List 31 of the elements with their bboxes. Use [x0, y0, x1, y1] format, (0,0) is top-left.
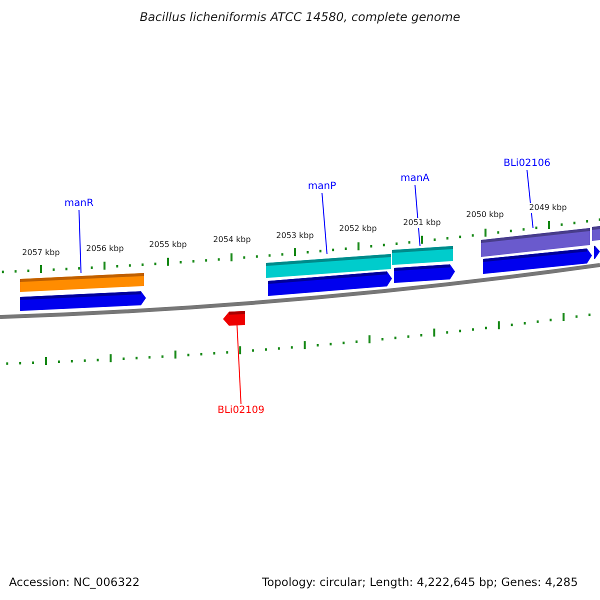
map-title: Bacillus licheniformis ATCC 14580, complete genome: [138, 10, 462, 24]
cds-block: [483, 248, 592, 274]
scale-label: 2053 kbp: [276, 231, 314, 241]
leader-line: [322, 192, 328, 254]
cds-block: [594, 245, 600, 259]
leader-line: [78, 210, 82, 274]
leader-line: [414, 184, 420, 246]
scale-label: 2051 kbp: [403, 218, 441, 228]
scale-label: 2057 kbp: [22, 248, 60, 258]
gene-feature-bar: [592, 226, 600, 241]
accession-text: Accession: NC_006322: [9, 575, 140, 589]
gene-feature-bar: [20, 273, 144, 292]
leader-line: [526, 170, 534, 228]
cds-block: [394, 264, 455, 283]
cds-block: [20, 291, 146, 311]
scale-label: 2056 kbp: [86, 244, 124, 254]
scale-label: 2052 kbp: [339, 224, 377, 234]
gene-feature-bar: [392, 246, 453, 265]
scale-label: 2054 kbp: [213, 235, 251, 245]
cds-block: [268, 271, 392, 296]
gene-label: manR: [64, 198, 94, 210]
scale-label: 2049 kbp: [529, 203, 567, 213]
cds-block: [223, 311, 245, 326]
leader-line: [236, 324, 242, 404]
gene-label: BLi02109: [217, 405, 265, 417]
genome-stats-text: Topology: circular; Length: 4,222,645 bp; Genes: 4,285: [262, 575, 578, 589]
gene-label: manA: [400, 173, 430, 185]
gene-label: BLi02106: [503, 158, 551, 170]
scale-label: 2050 kbp: [466, 210, 504, 220]
scale-label: 2055 kbp: [149, 240, 187, 250]
gene-label: manP: [308, 181, 336, 193]
